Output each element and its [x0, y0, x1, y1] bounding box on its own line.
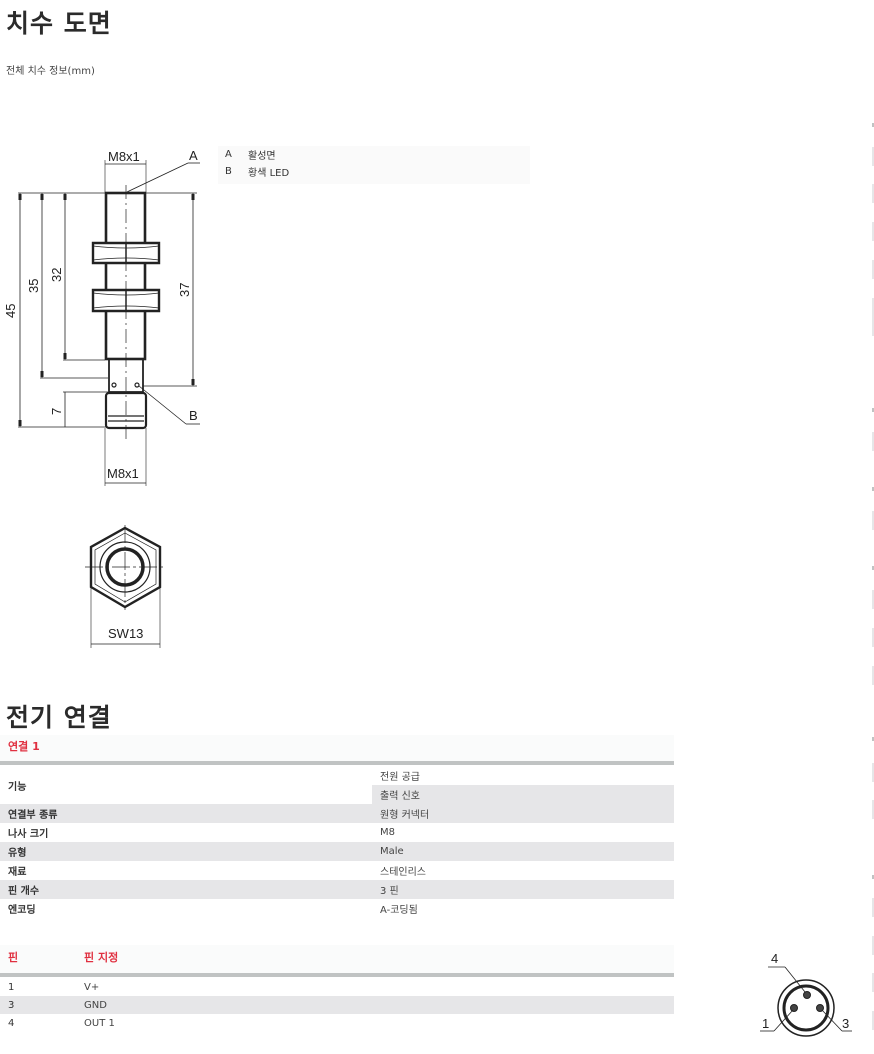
spec-value: 3 핀 [380, 886, 399, 897]
legend-label: 황색 LED [248, 168, 290, 179]
callout-a-label: A [189, 148, 198, 163]
spec-value: 스테인리스 [380, 867, 426, 878]
dim-35-label: 35 [26, 279, 41, 293]
table-row: 4 OUT 1 [0, 1014, 674, 1032]
dim-32-label: 32 [49, 268, 64, 282]
spec-label: 기능 [8, 781, 27, 793]
spec-label: 연결부 종류 [8, 810, 58, 821]
legend-key: B [225, 166, 232, 177]
thread-top-label: M8x1 [108, 149, 140, 164]
table-row: 유형 Male [0, 842, 674, 861]
pin-4-label: 4 [771, 951, 778, 966]
thread-bottom-label: M8x1 [107, 466, 139, 481]
legend-item: B 황색 LED [218, 163, 530, 180]
legend-key: A [225, 149, 232, 160]
table-row: 연결부 종류 원형 커넥터 [0, 804, 674, 823]
spec-label: 엔코딩 [8, 905, 36, 916]
spec-label: 유형 [8, 848, 27, 859]
pin-assignment: OUT 1 [84, 1017, 115, 1029]
callout-b-label: B [189, 408, 198, 423]
wrench-size-label: SW13 [108, 626, 143, 641]
legend-label: 활성면 [248, 151, 276, 162]
spec-label: 재료 [8, 867, 27, 878]
pin-1-label: 1 [762, 1016, 769, 1031]
dim-37-label: 37 [177, 283, 192, 297]
pin-assignment-column-header: 핀 지정 [84, 951, 119, 964]
sensor-side-drawing: M8x1 A 45 35 32 37 7 [3, 148, 200, 486]
table-row: 재료 스테인리스 [0, 861, 674, 880]
dim-45-label: 45 [3, 304, 18, 318]
spec-value: 원형 커넥터 [380, 810, 430, 821]
spec-value: 전원 공급 [380, 772, 420, 783]
connection-spec-table: 기능 전원 공급 출력 신호 연결부 종류 원형 커넥터 나사 크기 M8 유형… [0, 766, 674, 918]
pin-number: 1 [8, 981, 15, 993]
spec-value: Male [380, 846, 404, 857]
table-row: 3 GND [0, 996, 674, 1014]
table-row: 엔코딩 A-코딩됨 [0, 899, 674, 918]
pin-assignment: GND [84, 999, 107, 1011]
page-title-dimensions: 치수 도면 [6, 9, 112, 38]
dimensions-subtitle: 전체 치수 정보(mm) [6, 66, 95, 77]
spec-value: M8 [380, 827, 395, 838]
pin-number: 3 [8, 999, 15, 1011]
dim-7-label: 7 [49, 408, 64, 415]
sensor-top-view-drawing: SW13 [85, 525, 166, 648]
drawing-legend: A 활성면 B 황색 LED [218, 146, 530, 184]
section-title-electrical: 전기 연결 [6, 703, 112, 732]
connection-header: 연결 1 [0, 735, 674, 765]
spec-label: 핀 개수 [8, 886, 40, 897]
pin-3-label: 3 [842, 1016, 849, 1031]
table-row: 1 V+ [0, 978, 674, 996]
table-row: 나사 크기 M8 [0, 823, 674, 842]
table-row: 기능 전원 공급 출력 신호 [0, 766, 674, 804]
pin-assignment: V+ [84, 981, 100, 993]
pin-column-header: 핀 [8, 951, 19, 964]
pin-number: 4 [8, 1017, 15, 1029]
spec-label: 나사 크기 [8, 829, 49, 840]
connector-pin-diagram: 4 1 3 [760, 951, 852, 1037]
adjacent-column-edge [872, 0, 874, 1054]
table-row: 핀 개수 3 핀 [0, 880, 674, 899]
spec-value: 출력 신호 [372, 785, 674, 804]
legend-item: A 활성면 [218, 146, 530, 163]
pin-table-header: 핀 핀 지정 [0, 945, 674, 977]
spec-value: A-코딩됨 [380, 905, 418, 916]
pin-assignment-table: 1 V+ 3 GND 4 OUT 1 [0, 978, 674, 1032]
